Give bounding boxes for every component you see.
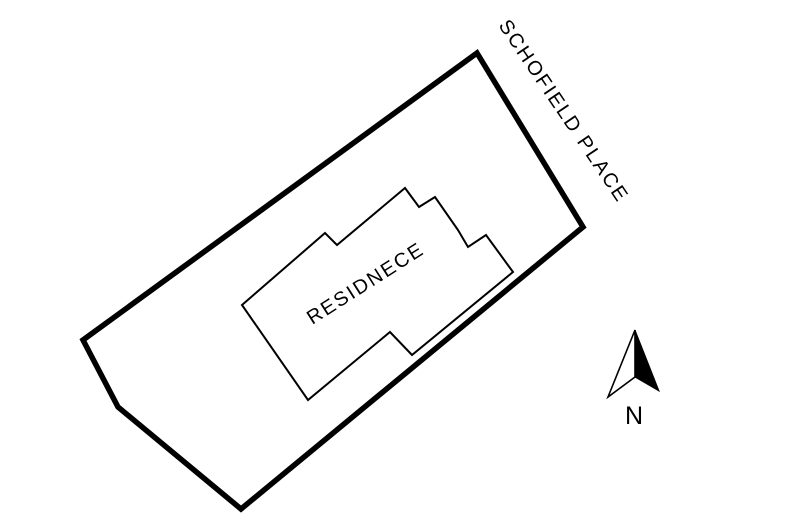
north-label: N: [624, 402, 644, 430]
north-arrow-icon: [606, 329, 660, 400]
north-arrow-right-half: [634, 329, 660, 393]
north-arrow-left-half: [606, 329, 636, 400]
residence-outline: [240, 186, 515, 402]
property-boundary: [79, 49, 587, 513]
